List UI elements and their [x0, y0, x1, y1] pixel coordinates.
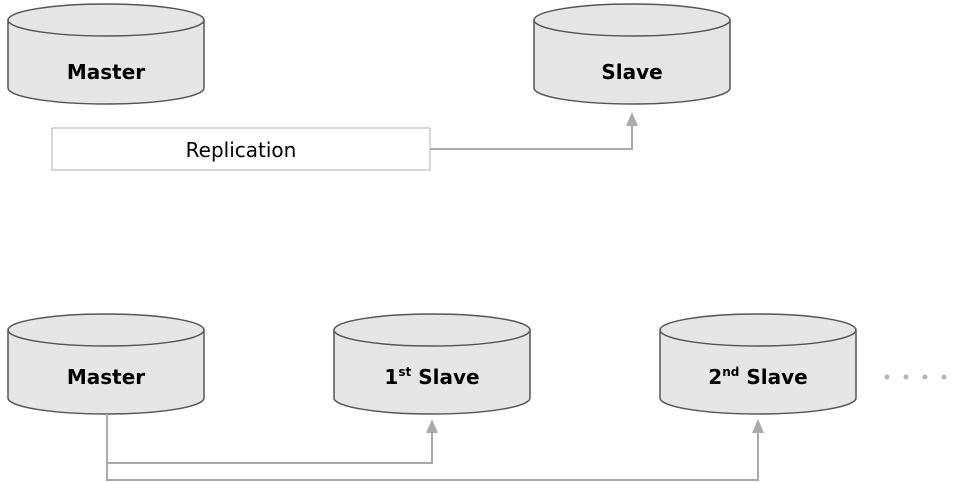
second-slave-ordinal: nd [722, 365, 739, 379]
master-to-second-slave-connector [106, 432, 759, 481]
second-slave-word: Slave [739, 365, 807, 389]
first-slave-number: 1 [384, 365, 398, 389]
replication-connector [430, 124, 633, 150]
replication-box: Replication [51, 127, 431, 171]
replication-arrowhead [626, 112, 638, 126]
second-slave-number: 2 [708, 365, 722, 389]
top-master-database: Master [7, 3, 205, 105]
first-slave-label: 1st Slave [384, 365, 479, 389]
replication-label: Replication [186, 138, 297, 162]
top-master-label: Master [67, 60, 145, 84]
master-to-first-slave-connector [106, 414, 433, 464]
second-slave-label: 2nd Slave [708, 365, 807, 389]
first-slave-database: 1st Slave [333, 313, 531, 415]
first-slave-arrowhead [426, 419, 438, 433]
more-slaves-ellipsis [884, 374, 947, 380]
first-slave-ordinal: st [398, 365, 411, 379]
first-slave-word: Slave [411, 365, 479, 389]
second-slave-arrowhead [752, 419, 764, 433]
bottom-master-database: Master [7, 313, 205, 415]
top-slave-database: Slave [533, 3, 731, 105]
top-slave-label: Slave [601, 60, 662, 84]
bottom-master-label: Master [67, 365, 145, 389]
second-slave-database: 2nd Slave [659, 313, 857, 415]
